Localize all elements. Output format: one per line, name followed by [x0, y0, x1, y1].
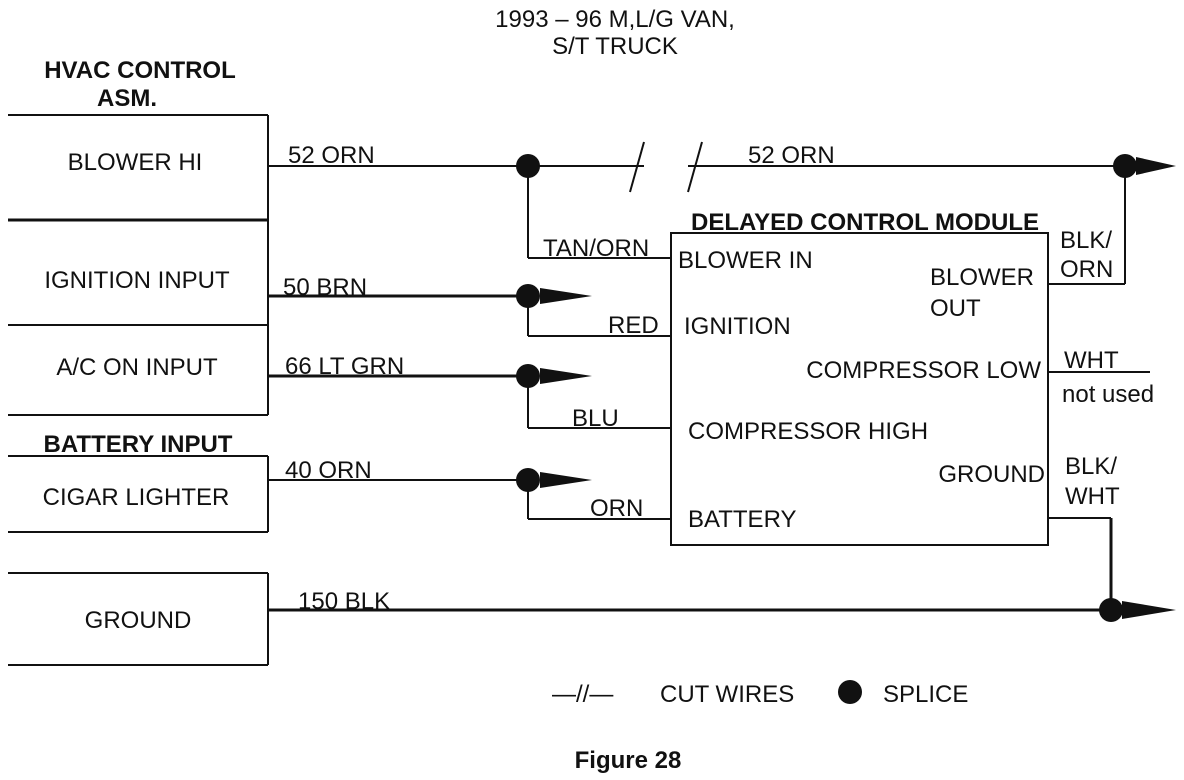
splice-blower-hi	[516, 154, 540, 178]
legend-splice: SPLICE	[883, 681, 968, 708]
hvac-heading-line2: ASM.	[97, 85, 157, 112]
module-compressor-low: COMPRESSOR LOW	[806, 357, 1041, 384]
wire-label-52-orn-a: 52 ORN	[288, 142, 375, 169]
wire-label-red: RED	[608, 312, 659, 339]
arrow-ac-on	[540, 368, 592, 384]
wire-label-66-lt-grn: 66 LT GRN	[285, 353, 404, 380]
battery-input-heading: BATTERY INPUT	[44, 431, 233, 458]
wire-blk-orn	[1048, 166, 1126, 285]
module-ignition: IGNITION	[684, 313, 791, 340]
delayed-control-module	[670, 232, 1049, 546]
wire-label-40-orn: 40 ORN	[285, 457, 372, 484]
wire-label-blk-orn-line2: ORN	[1060, 256, 1113, 283]
blower-hi-label: BLOWER HI	[68, 149, 203, 176]
cigar-lighter-label: CIGAR LIGHTER	[43, 484, 230, 511]
ground-label: GROUND	[85, 607, 192, 634]
wire-label-blu: BLU	[572, 405, 619, 432]
wire-label-blk-wht-line1: BLK/	[1065, 453, 1117, 480]
diagram-title-line2: S/T TRUCK	[552, 33, 678, 60]
wire-label-blk-wht-line2: WHT	[1065, 483, 1120, 510]
wire-blk-wht	[1048, 517, 1113, 608]
ignition-input-label: IGNITION INPUT	[44, 267, 230, 294]
module-blower-in: BLOWER IN	[678, 247, 813, 274]
arrow-ignition	[540, 288, 592, 304]
splice-battery	[516, 468, 540, 492]
module-battery: BATTERY	[688, 506, 796, 533]
arrow-blower-out	[1136, 157, 1176, 175]
splice-ground	[1099, 598, 1123, 622]
arrow-ground	[1122, 601, 1176, 619]
ac-on-input-label: A/C ON INPUT	[56, 354, 218, 381]
battery-input-block	[8, 455, 269, 533]
figure-caption: Figure 28	[575, 747, 682, 774]
arrow-battery	[540, 472, 592, 488]
wire-label-not-used: not used	[1062, 381, 1154, 408]
module-compressor-high: COMPRESSOR HIGH	[688, 418, 928, 445]
wire-label-blk-orn-line1: BLK/	[1060, 227, 1112, 254]
legend-splice-icon	[838, 680, 862, 704]
wire-label-52-orn-b: 52 ORN	[748, 142, 835, 169]
legend-cut-symbol: —//—	[552, 681, 613, 708]
wire-label-50-brn: 50 BRN	[283, 274, 367, 301]
module-blower-out-line2: OUT	[930, 295, 981, 322]
module-blower-out-line1: BLOWER	[930, 264, 1034, 291]
ground-block	[8, 572, 269, 666]
module-ground: GROUND	[938, 461, 1045, 488]
wire-52-orn	[268, 141, 1125, 259]
module-title: DELAYED CONTROL MODULE	[691, 209, 1039, 236]
hvac-heading-line1: HVAC CONTROL	[44, 57, 236, 84]
legend-cut-wires: CUT WIRES	[660, 681, 794, 708]
wire-label-tan-orn: TAN/ORN	[543, 235, 649, 262]
splice-ac-on	[516, 364, 540, 388]
wire-label-150-blk: 150 BLK	[298, 588, 390, 615]
diagram-title-line1: 1993 – 96 M,L/G VAN,	[495, 6, 735, 33]
wire-label-wht: WHT	[1064, 347, 1119, 374]
splice-ignition	[516, 284, 540, 308]
wire-label-orn: ORN	[590, 495, 643, 522]
